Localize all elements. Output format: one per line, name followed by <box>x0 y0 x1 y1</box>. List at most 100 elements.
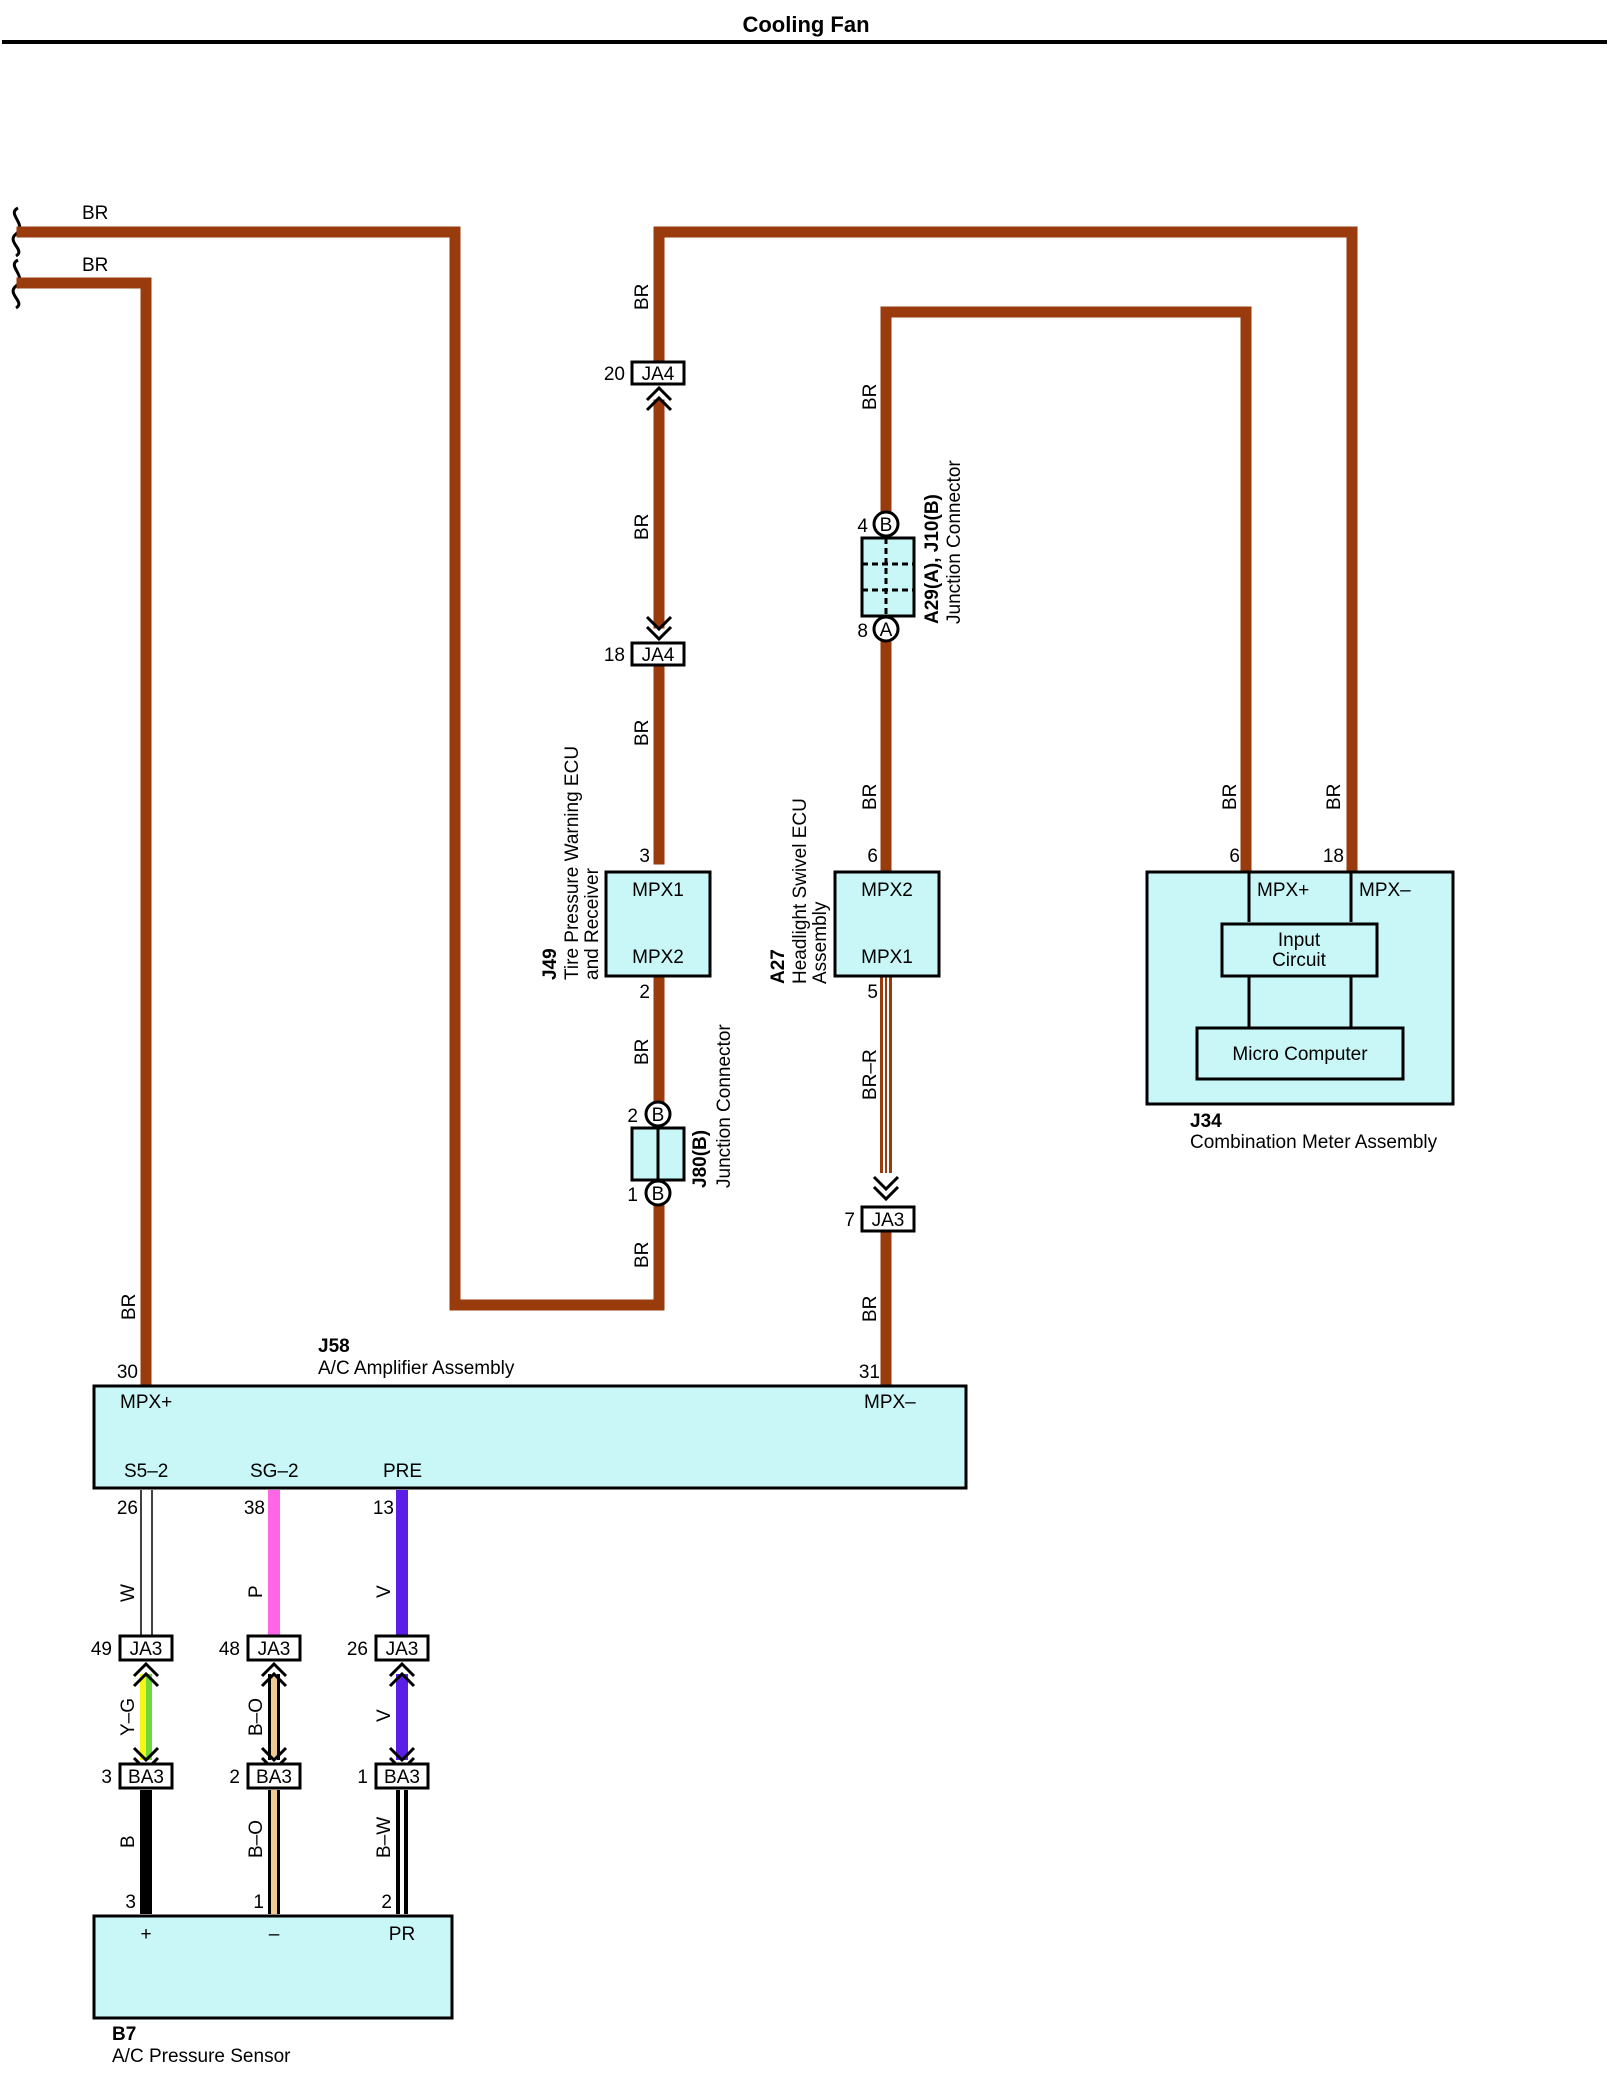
svg-text:31: 31 <box>859 1362 880 1383</box>
svg-text:+: + <box>140 1924 151 1945</box>
svg-text:and Receiver: and Receiver <box>582 867 603 980</box>
svg-text:A/C Amplifier Assembly: A/C Amplifier Assembly <box>318 1358 515 1379</box>
wire-br-to-j34-plus <box>880 306 1252 875</box>
wire-label-br: BR <box>632 284 653 310</box>
wire-label-b-o: B–O <box>246 1820 267 1858</box>
connector-ba3-1: BA3 3 <box>101 1762 174 1790</box>
wire-br-to-j58-plus <box>16 277 152 1389</box>
svg-text:JA3: JA3 <box>386 1639 419 1660</box>
svg-text:JA4: JA4 <box>642 364 675 385</box>
svg-text:MPX–: MPX– <box>864 1392 916 1413</box>
wire-label-w: W <box>118 1584 139 1602</box>
svg-text:18: 18 <box>1323 846 1344 867</box>
component-b7: + – PR 3 1 2 B7 A/C Pressure Sensor <box>92 1892 454 2067</box>
wire-label-b: B <box>118 1835 139 1848</box>
wire-label-v: V <box>374 1709 395 1722</box>
wire-label-br: BR <box>1220 784 1241 810</box>
wire-label-br: BR <box>860 784 881 810</box>
wire-label-p: P <box>246 1585 267 1598</box>
svg-text:6: 6 <box>1229 846 1240 867</box>
svg-text:JA3: JA3 <box>258 1639 291 1660</box>
svg-text:3: 3 <box>101 1767 112 1788</box>
svg-text:JA3: JA3 <box>872 1210 905 1231</box>
svg-text:A27: A27 <box>768 949 789 984</box>
wire-label-y-g: Y–G <box>118 1698 139 1736</box>
svg-text:Combination Meter Assembly: Combination Meter Assembly <box>1190 1132 1438 1153</box>
wire-break-mark <box>11 206 22 258</box>
component-j49: MPX1 MPX2 3 2 J49 Tire Pressure Warning … <box>540 746 712 1003</box>
svg-text:Junction Connector: Junction Connector <box>944 460 965 624</box>
svg-text:MPX+: MPX+ <box>120 1392 172 1413</box>
svg-text:J80(B): J80(B) <box>690 1130 711 1188</box>
wire-p <box>268 1490 280 1642</box>
svg-text:Tire Pressure Warning ECU: Tire Pressure Warning ECU <box>562 746 583 980</box>
svg-text:1: 1 <box>357 1767 368 1788</box>
svg-text:A: A <box>880 620 893 641</box>
svg-text:20: 20 <box>604 364 625 385</box>
wire-label-v: V <box>374 1585 395 1598</box>
connector-ja4-lower: JA4 18 <box>604 615 686 667</box>
svg-text:8: 8 <box>857 621 868 642</box>
svg-text:JA4: JA4 <box>642 645 675 666</box>
svg-text:1: 1 <box>253 1892 264 1913</box>
wire-label-br-r: BR–R <box>860 1049 881 1100</box>
wire-br-to-j34-minus <box>653 226 1358 875</box>
svg-text:–: – <box>269 1924 280 1945</box>
wire-label-br: BR <box>82 255 108 276</box>
connector-ba3-3: BA3 1 <box>357 1762 430 1790</box>
svg-text:J58: J58 <box>318 1336 350 1357</box>
svg-text:J34: J34 <box>1190 1111 1222 1132</box>
svg-text:49: 49 <box>91 1639 112 1660</box>
wire-label-b-o: B–O <box>246 1698 267 1736</box>
svg-text:MPX1: MPX1 <box>632 880 684 901</box>
wire-b-w <box>396 1790 408 1914</box>
svg-text:S5–2: S5–2 <box>124 1461 168 1482</box>
svg-text:2: 2 <box>639 982 650 1003</box>
svg-text:26: 26 <box>117 1498 138 1519</box>
svg-text:B: B <box>652 1184 665 1205</box>
wire-br-upper-loop <box>16 226 665 1311</box>
svg-text:MPX2: MPX2 <box>861 880 913 901</box>
component-j34: MPX+ MPX– Input Circuit Micro Computer 6… <box>1145 846 1455 1153</box>
svg-text:4: 4 <box>857 516 868 537</box>
connector-ja3-s5: JA3 49 <box>91 1634 174 1662</box>
component-j58: J58 A/C Amplifier Assembly MPX+ MPX– S5–… <box>92 1336 968 1519</box>
svg-text:PRE: PRE <box>383 1461 422 1482</box>
wire-b-o-lower <box>268 1790 280 1914</box>
connector-ja3-pre: JA3 26 <box>347 1634 430 1662</box>
svg-text:MPX2: MPX2 <box>632 947 684 968</box>
connector-ja4-upper: JA4 20 <box>604 360 686 412</box>
wire-label-br: BR <box>632 514 653 540</box>
svg-text:48: 48 <box>219 1639 240 1660</box>
svg-text:Headlight Swivel ECU: Headlight Swivel ECU <box>790 798 811 984</box>
svg-text:Micro Computer: Micro Computer <box>1232 1044 1368 1065</box>
diagram-title: Cooling Fan <box>742 12 869 37</box>
svg-text:30: 30 <box>117 1362 138 1383</box>
svg-text:BA3: BA3 <box>384 1767 420 1788</box>
svg-text:7: 7 <box>844 1210 855 1231</box>
wire-w <box>140 1490 153 1642</box>
connector-ba3-2: BA3 2 <box>229 1762 302 1790</box>
svg-text:MPX+: MPX+ <box>1257 880 1309 901</box>
wire-break-mark <box>11 258 22 310</box>
svg-text:BA3: BA3 <box>128 1767 164 1788</box>
svg-text:3: 3 <box>639 846 650 867</box>
wire-b <box>140 1790 152 1914</box>
svg-text:A/C Pressure Sensor: A/C Pressure Sensor <box>112 2046 291 2067</box>
wire-label-br: BR <box>119 1294 140 1320</box>
svg-text:5: 5 <box>867 982 878 1003</box>
component-a29-j10: B A 4 8 A29(A), J10(B) Junction Connecto… <box>857 460 965 643</box>
svg-text:B: B <box>652 1105 665 1126</box>
svg-text:18: 18 <box>604 645 625 666</box>
svg-text:Circuit: Circuit <box>1272 950 1327 971</box>
wire-br-r <box>880 977 892 1173</box>
wire-label-br: BR <box>860 1296 881 1322</box>
svg-text:26: 26 <box>347 1639 368 1660</box>
wire-label-br: BR <box>632 720 653 746</box>
svg-text:SG–2: SG–2 <box>250 1461 299 1482</box>
svg-text:JA3: JA3 <box>130 1639 163 1660</box>
svg-text:2: 2 <box>229 1767 240 1788</box>
svg-text:A29(A), J10(B): A29(A), J10(B) <box>922 494 943 624</box>
svg-text:Assembly: Assembly <box>810 901 831 984</box>
